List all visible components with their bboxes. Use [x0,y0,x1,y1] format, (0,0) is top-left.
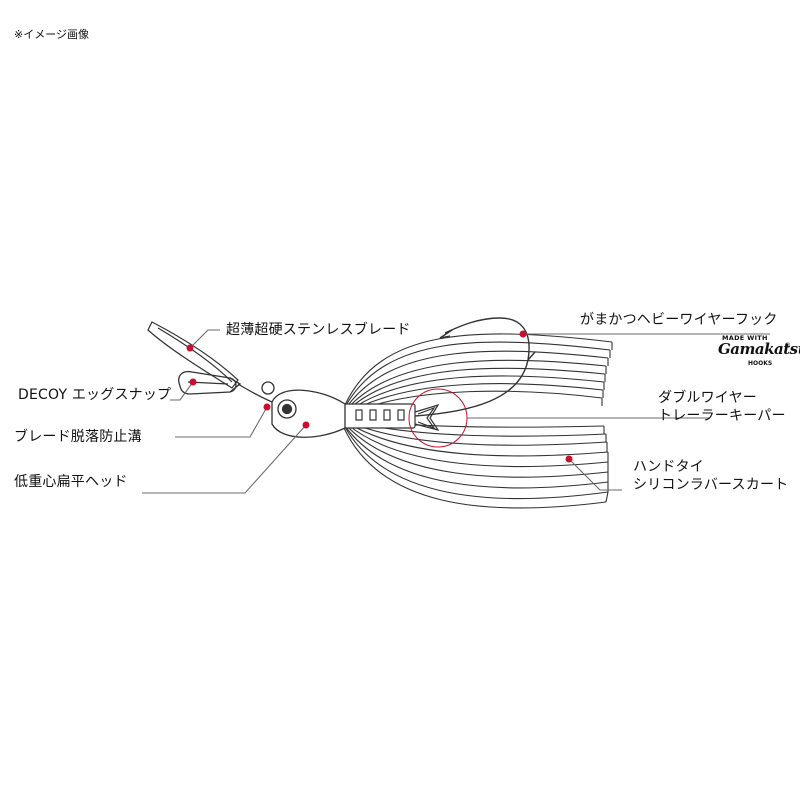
skirt-band [342,403,416,429]
hook [414,317,536,417]
logo-hooks: HOOKS [748,360,773,367]
callout-dots [186,330,573,463]
logo-brand: Gamakatsu [718,340,800,358]
logo-registered: ® [784,342,791,350]
dot-groove [263,403,271,411]
label-hook: がまかつヘビーワイヤーフック [580,312,778,328]
dot-head [302,421,310,429]
dot-snap [189,378,197,386]
label-blade: 超薄超硬ステンレスブレード [226,322,411,338]
label-groove: ブレード脱落防止溝 [14,429,142,445]
gamakatsu-logo: MADE WITH Gamakatsu ® HOOKS [718,334,800,370]
label-skirt-line2: シリコンラバースカート [633,477,789,493]
logo-made-with: MADE WITH [722,334,768,342]
dot-hook [519,330,527,338]
blade [147,321,239,389]
label-skirt-line1: ハンドタイ [633,459,704,475]
image-note: ※イメージ画像 [14,28,89,41]
jig-head [271,389,346,438]
dot-blade [186,344,194,352]
trailer-keeper [414,403,440,431]
wire-arm [237,381,275,403]
label-keeper-line2: トレーラーキーパー [658,408,786,424]
skirt-lower [343,419,609,509]
dot-skirt [565,455,573,463]
label-keeper-line1: ダブルワイヤー [658,390,757,406]
callout-lines [142,329,770,494]
skirt-upper [344,333,613,414]
label-head: 低重心扁平ヘッド [14,474,128,490]
keeper-highlight-circle [408,388,468,448]
label-egg-snap: DECOY エッグスナップ [18,387,172,403]
